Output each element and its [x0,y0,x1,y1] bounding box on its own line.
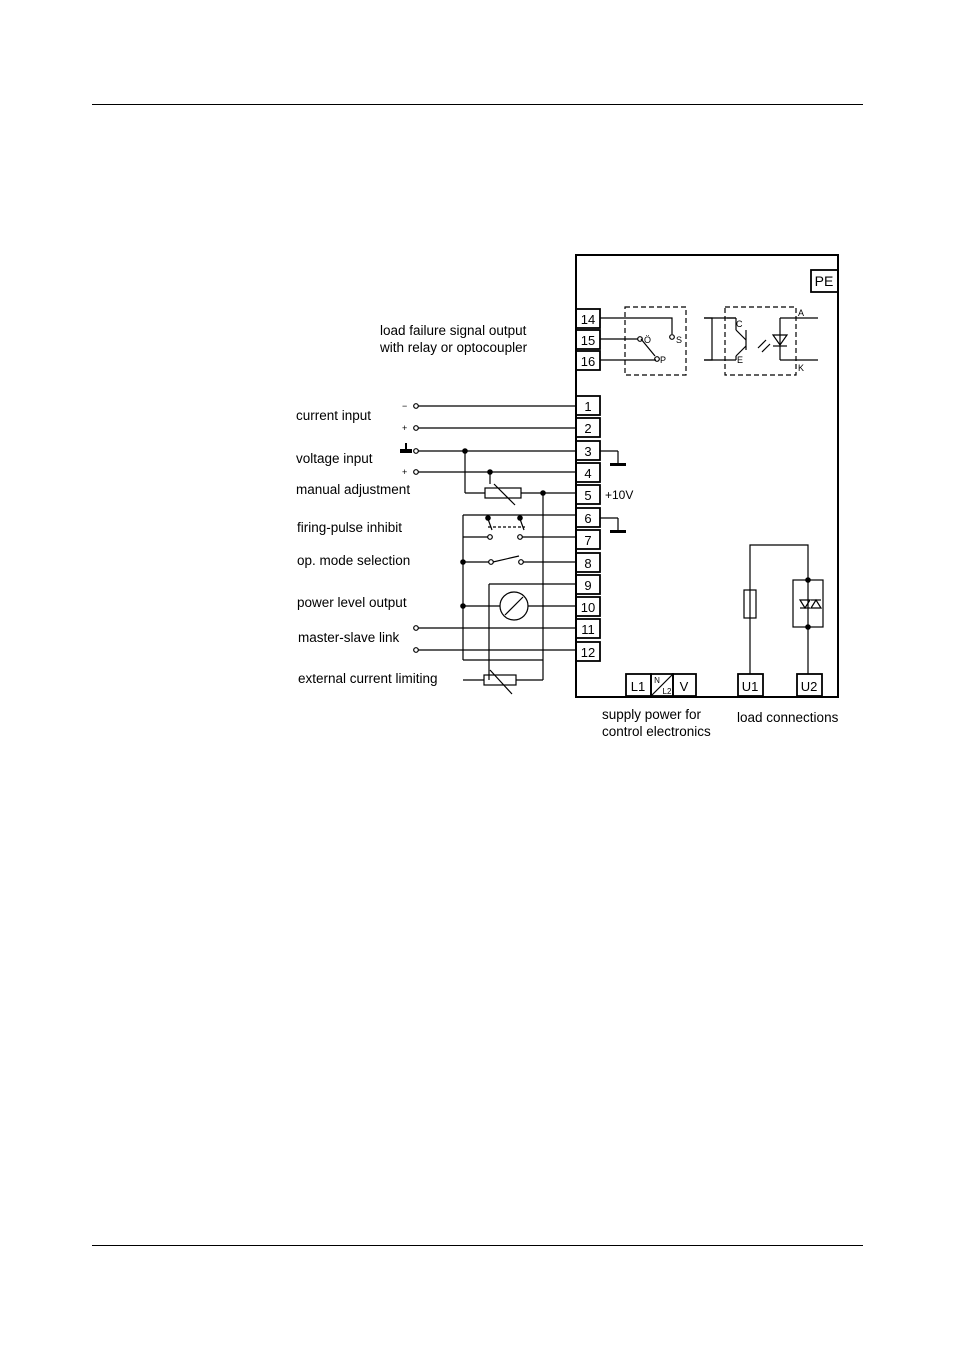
voltage-input-label: voltage input [296,451,373,466]
pe-text: PE [815,273,834,289]
footer-rule [92,1245,863,1246]
terminal-u2: U2 [801,679,818,694]
master-slave-link-label: master-slave link [298,630,400,645]
terminal-box-u2 [796,673,823,697]
terminal-11: 11 [581,622,595,637]
current-input-label: current input [296,408,372,423]
relay-p-mark: P [660,355,666,365]
terminal-v: V [680,679,689,694]
header-rule [92,104,863,105]
terminal-box-v [672,673,697,697]
terminal-16: 16 [581,354,595,369]
terminal-4: 4 [584,466,591,481]
external-current-limiting-label: external current limiting [298,671,438,686]
terminal-12: 12 [581,645,595,660]
terminal-8: 8 [584,556,591,571]
terminal-n: N [654,676,660,685]
optocoupler-box [724,306,797,376]
power-level-output-label: power level output [297,595,407,610]
terminal-15: 15 [581,333,595,348]
controller-housing [575,254,839,698]
firing-pulse-inhibit-label: firing-pulse inhibit [297,520,403,535]
load-failure-label: load failure signal output with relay or… [380,323,528,355]
supply-power-label: supply power for control electronics [602,707,711,739]
minus-mark: − [402,401,407,411]
opto-c-mark: C [736,319,743,329]
terminal-l2: L2 [663,687,672,696]
terminal-7: 7 [584,533,591,548]
plus10v-mark: +10V [605,488,633,502]
relay-s-mark: S [676,335,682,345]
op-mode-selection-label: op. mode selection [297,553,411,568]
terminal-box-12 [575,641,601,662]
load-connections-label: load connections [737,710,839,725]
pe-terminal-box [810,269,839,293]
opto-e-mark: E [737,355,743,365]
terminal-10: 10 [581,600,595,615]
plus-mark-4: + [402,467,407,477]
terminal-14: 14 [581,312,595,327]
terminal-2: 2 [584,421,591,436]
opto-k-mark: K [798,363,804,373]
terminal-6: 6 [584,511,591,526]
terminal-5: 5 [584,488,591,503]
terminal-3: 3 [584,444,591,459]
opto-a-mark: A [798,308,804,318]
fuse [743,589,757,619]
plus-mark-2: + [402,423,407,433]
terminal-box-5 [575,484,601,505]
terminal-u1: U1 [742,679,759,694]
terminal-l1: L1 [631,679,645,694]
terminal-1: 1 [584,399,591,414]
terminal-9: 9 [584,578,591,593]
relay-box [624,306,687,376]
manual-adjustment-label: manual adjustment [296,482,411,497]
terminal-box-7 [575,529,601,550]
relay-o-mark: Ö [644,335,651,345]
